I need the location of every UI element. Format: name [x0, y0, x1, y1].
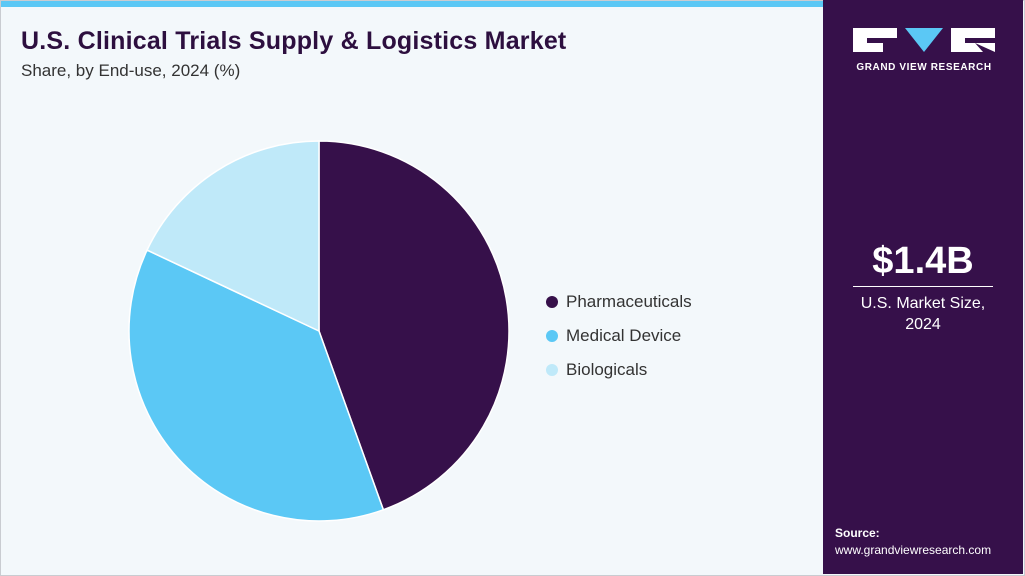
legend-dot-biologicals — [546, 364, 558, 376]
chart-subtitle: Share, by End-use, 2024 (%) — [21, 61, 241, 80]
pie-slice-biologicals — [146, 140, 320, 333]
market-size-divider — [853, 286, 993, 287]
grand-view-research-logo: GRAND VIEW RESEARCH — [853, 28, 995, 73]
pie-slice-medical-device — [128, 249, 385, 522]
legend-label-medical-device: Medical Device — [566, 326, 682, 345]
chart-legend: Pharmaceuticals Medical Device Biologica… — [546, 285, 692, 387]
sidebar-panel: GRAND VIEW RESEARCH $1.4B U.S. Market Si… — [823, 0, 1023, 574]
top-accent-bar — [1, 1, 823, 7]
legend-label-biologicals: Biologicals — [566, 360, 648, 379]
market-size-value: $1.4B — [872, 240, 974, 282]
chart-title: U.S. Clinical Trials Supply & Logistics … — [21, 27, 567, 55]
logo-wordmark: GRAND VIEW RESEARCH — [856, 62, 992, 73]
pie-chart — [128, 140, 510, 522]
legend-item-biologicals: Biologicals — [546, 353, 692, 387]
legend-item-pharmaceuticals: Pharmaceuticals — [546, 285, 692, 319]
pie-slice-pharmaceuticals — [318, 140, 510, 511]
source-url[interactable]: www.grandviewresearch.com — [835, 543, 992, 557]
gvr-logo-icon — [853, 28, 995, 52]
market-size-label-line2: 2024 — [905, 316, 941, 333]
market-size-label: U.S. Market Size, 2024 — [823, 293, 1023, 335]
legend-dot-pharmaceuticals — [546, 296, 558, 308]
legend-item-medical-device: Medical Device — [546, 319, 692, 353]
source-label: Source: — [835, 526, 880, 540]
legend-label-pharmaceuticals: Pharmaceuticals — [566, 292, 692, 311]
legend-dot-medical-device — [546, 330, 558, 342]
market-size-label-line1: U.S. Market Size, — [860, 295, 986, 312]
